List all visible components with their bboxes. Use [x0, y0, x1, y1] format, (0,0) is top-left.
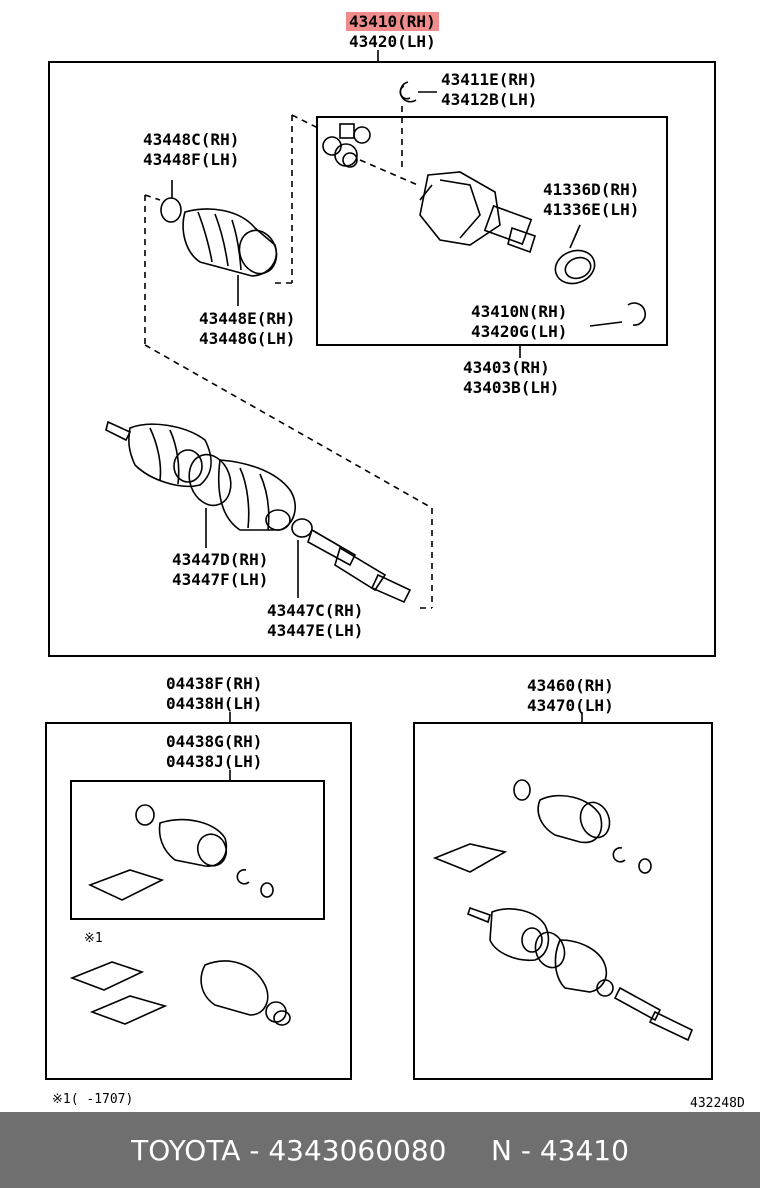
boot-kit-inner-lh-label[interactable]: 04438J(LH): [166, 752, 263, 771]
oil-seal-lh-label[interactable]: 41336E(LH): [543, 200, 640, 219]
boot-kit-inner-frame: [70, 780, 325, 920]
footer-bar: TOYOTA - 4343060080 N - 43410: [0, 1112, 760, 1188]
inboard-boot-icon: [160, 180, 278, 306]
snap-ring-top-lh-label[interactable]: 43412B(LH): [441, 90, 538, 109]
tripod-joint-icon: [322, 123, 371, 168]
inboard-housing-icon: [419, 171, 536, 254]
boot-clamp-small-rh-label[interactable]: 43448C(RH): [143, 130, 240, 149]
main-assembly-frame: [48, 61, 716, 657]
outboard-clamp-large-rh-label[interactable]: 43447D(RH): [172, 550, 269, 569]
boot-clamp-large-lh-label[interactable]: 43448G(LH): [199, 329, 296, 348]
boot-clamp-small-lh-label[interactable]: 43448F(LH): [143, 150, 240, 169]
outboard-joint-lh-label[interactable]: 43470(LH): [527, 696, 614, 715]
inboard-joint-lh-label[interactable]: 43403B(LH): [463, 378, 560, 397]
boot-kit-b-icon: [69, 960, 291, 1026]
boot-kit-frame: [45, 722, 352, 1080]
boot-kit-outer-rh-label[interactable]: 04438F(RH): [166, 674, 263, 693]
diagram-code: 432248D: [690, 1096, 745, 1111]
inboard-joint-frame: [316, 116, 668, 346]
footnote-mark: ※1: [84, 931, 103, 946]
footnote-text: ※1( -1707): [52, 1092, 134, 1107]
outboard-joint-frame: [413, 722, 713, 1080]
oil-seal-icon: [554, 224, 596, 285]
snap-ring-top-rh-label[interactable]: 43411E(RH): [441, 70, 538, 89]
boot-kit-a-icon: [87, 804, 274, 901]
snap-ring-inner-rh-label[interactable]: 43410N(RH): [471, 302, 568, 321]
outboard-joint-rh-label[interactable]: 43460(RH): [527, 676, 614, 695]
outboard-clamp-small-lh-label[interactable]: 43447E(LH): [267, 621, 364, 640]
parts-illustration: [69, 50, 694, 1042]
snap-ring-inner-lh-label[interactable]: 43420G(LH): [471, 322, 568, 341]
snap-ring-top-icon: [399, 81, 437, 103]
assembly-lh-label: 43420(LH): [349, 32, 436, 51]
dashed-guides: [144, 106, 433, 609]
boot-kit-inner-rh-label[interactable]: 04438G(RH): [166, 732, 263, 751]
footer-text: TOYOTA - 4343060080 N - 43410: [131, 1133, 629, 1167]
drive-shaft-icon: [105, 420, 412, 604]
outboard-clamp-large-lh-label[interactable]: 43447F(LH): [172, 570, 269, 589]
inboard-joint-rh-label[interactable]: 43403(RH): [463, 358, 550, 377]
boot-clamp-large-rh-label[interactable]: 43448E(RH): [199, 309, 296, 328]
oil-seal-rh-label[interactable]: 41336D(RH): [543, 180, 640, 199]
assembly-rh-label[interactable]: 43410(RH): [346, 12, 439, 32]
boot-kit-outer-lh-label[interactable]: 04438H(LH): [166, 694, 263, 713]
outboard-clamp-small-rh-label[interactable]: 43447C(RH): [267, 601, 364, 620]
snap-ring-inner-icon: [589, 302, 647, 327]
outboard-joint-kit-icon: [432, 779, 694, 1042]
